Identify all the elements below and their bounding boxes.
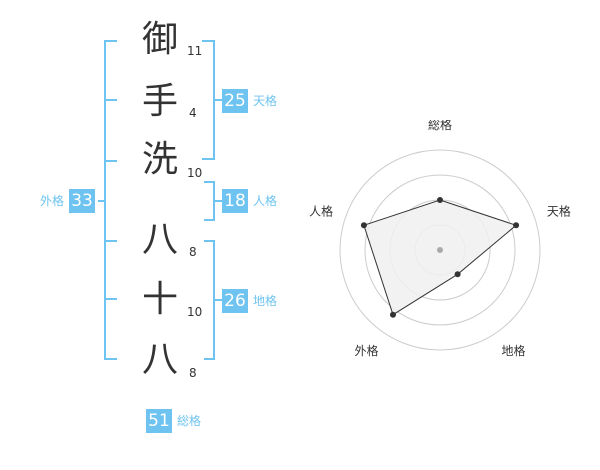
name-char-6: 八 (141, 339, 178, 380)
stroke-count-1: 11 (187, 44, 203, 58)
chikaku-label: 地格 (253, 294, 278, 308)
radar-points (360, 197, 520, 318)
radar-point (437, 197, 443, 203)
bracket-tick (104, 99, 117, 101)
radar-axis-label-tenkaku: 天格 (547, 203, 571, 218)
tenkaku-connector (214, 99, 222, 101)
fortune-radar-chart: 総格 天格 地格 外格 人格 (309, 120, 571, 358)
stroke-count-6: 8 (189, 366, 197, 380)
radar-axis-label-chikaku: 地格 (501, 343, 525, 358)
radar-point (360, 222, 367, 229)
soukaku-value: 51 (146, 409, 172, 433)
name-char-1: 御 (141, 19, 178, 60)
name-char-3: 洗 (141, 139, 178, 180)
soukaku-badge: 51 総格 (146, 409, 201, 433)
bracket-tick (104, 298, 117, 300)
bracket-tick (104, 240, 117, 242)
jinkaku-badge: 18 人格 (222, 189, 277, 213)
jinkaku-connector (214, 200, 222, 202)
name-char-2: 手 (141, 81, 178, 122)
stroke-count-4: 8 (189, 245, 197, 259)
jinkaku-label: 人格 (253, 194, 278, 208)
gaikaku-value: 33 (69, 189, 96, 213)
name-char-4: 八 (141, 219, 178, 260)
stroke-count-3: 10 (187, 166, 203, 180)
name-char-5: 十 (141, 279, 178, 320)
stroke-count-2: 4 (189, 106, 197, 120)
radar-point (389, 311, 396, 318)
gaikaku-bracket (104, 40, 117, 360)
bracket-tick (104, 160, 117, 162)
tenkaku-value: 25 (222, 89, 248, 113)
tenkaku-badge: 25 天格 (222, 89, 277, 113)
gaikaku-badge: 外格 33 (40, 189, 96, 213)
tenkaku-label: 天格 (253, 94, 278, 108)
chikaku-connector (214, 299, 222, 301)
gaikaku-label: 外格 (40, 194, 65, 208)
chikaku-value: 26 (222, 289, 248, 313)
jinkaku-value: 18 (222, 189, 248, 213)
soukaku-label: 総格 (177, 414, 202, 428)
radar-ring (364, 174, 516, 326)
stroke-count-5: 10 (187, 305, 203, 319)
radar-ring (339, 149, 541, 351)
radar-axis-label-gaikaku: 外格 (354, 343, 378, 358)
radar-polygon (363, 199, 518, 316)
radar-center-dot (437, 247, 443, 253)
radar-axis-label-jinkaku: 人格 (309, 203, 333, 218)
radar-axis-label-soukaku: 総格 (428, 120, 452, 132)
radar-point (454, 271, 461, 278)
chikaku-badge: 26 地格 (222, 289, 277, 313)
gaikaku-connector (98, 200, 105, 202)
radar-point (513, 222, 520, 229)
